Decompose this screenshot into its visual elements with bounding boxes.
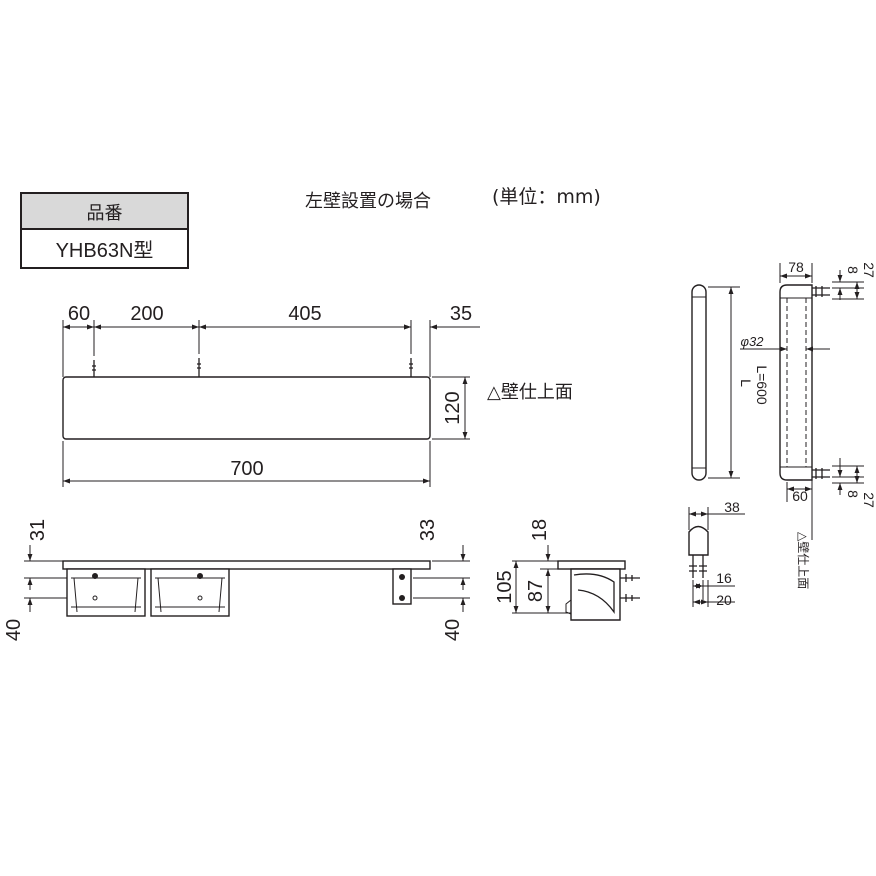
bottom-view: 31 40 33 40: [3, 519, 470, 641]
dim-text-L: L: [738, 379, 754, 387]
screw-mark: [92, 360, 96, 377]
dim-text-35: 35: [450, 303, 472, 325]
extension-line: [708, 286, 740, 479]
holder-screw: [197, 573, 203, 579]
extension-line: [688, 507, 709, 607]
dim-text-40-right: 40: [442, 619, 464, 641]
dim-text-16: 16: [716, 570, 732, 586]
shelf-front-outline: [62, 376, 431, 440]
front-view: 60 200 405 35 120 △壁仕上面 700: [62, 303, 573, 487]
dim-text-405: 405: [288, 303, 321, 325]
grab-bar-tube: [691, 284, 707, 481]
table-header-cell: [20, 192, 189, 230]
dim-text-38: 38: [724, 499, 740, 515]
side-view: 18 105 87: [494, 519, 640, 621]
anchor-screw: [620, 574, 640, 582]
dim-text-31: 31: [27, 519, 49, 541]
dim-text-60: 60: [68, 303, 90, 325]
grab-bar-end-detail: 38 16 20: [688, 499, 745, 608]
bar-anchor: [812, 468, 830, 479]
shelf-plate: [62, 560, 431, 570]
side-holder-lower: [565, 599, 572, 615]
bar-anchor: [812, 286, 830, 297]
dim-text-105: 105: [494, 570, 516, 603]
anchor-screw: [620, 594, 640, 602]
extension-line: [512, 560, 571, 614]
table-value-cell: [20, 228, 189, 269]
extension-line: [413, 560, 470, 599]
grab-bar-wall-label: △壁仕上面: [796, 532, 811, 589]
dim-text-8-bottom: 8: [845, 490, 861, 498]
dim-text-200: 200: [130, 303, 163, 325]
extension-line: [779, 263, 813, 283]
product-table: 品番 YHB63N型: [20, 192, 189, 269]
dim-text-phi32: φ32: [741, 334, 765, 349]
dim-text-120: 120: [442, 391, 464, 424]
drawing-title: 左壁設置の場合: [305, 191, 431, 212]
dim-text-78: 78: [788, 259, 804, 275]
paper-holder-left: [66, 568, 146, 617]
dim-text-27-top: 27: [861, 262, 876, 278]
grab-bar-side-outline: [779, 284, 813, 481]
dim-text-27-bottom: 27: [861, 492, 876, 508]
holder-detail: [155, 577, 225, 613]
holder-screw: [92, 573, 98, 579]
dim-text-18: 18: [529, 519, 551, 541]
side-shelf-plate: [557, 560, 626, 570]
bracket-screw: [399, 574, 405, 580]
bracket-screw: [399, 595, 405, 601]
grab-bar-side: 78 8 27 φ32 L=600 60 8 27 △壁仕上面: [740, 259, 876, 589]
screw-mark: [197, 358, 201, 377]
table-header-text: 品番: [87, 203, 123, 224]
dim-text-33: 33: [417, 519, 439, 541]
dim-text-8-top: 8: [845, 266, 861, 274]
dim-text-L600: L=600: [754, 365, 770, 405]
paper-holder-right: [150, 568, 230, 617]
unit-label: (単位：mm): [492, 186, 601, 208]
holder-pivot: [197, 595, 203, 601]
dim-text-60-bar: 60: [792, 488, 808, 504]
screw-mark: [409, 358, 413, 377]
holder-pivot: [92, 595, 98, 601]
grab-bar-front: L: [691, 284, 754, 481]
extension-line: [832, 281, 864, 300]
extension-line: [832, 465, 864, 484]
end-cap-pins: [689, 555, 707, 578]
holder-detail: [71, 577, 141, 613]
wall-bracket: [392, 568, 412, 605]
wall-surface-label: △壁仕上面: [487, 382, 573, 403]
dim-text-40-left: 40: [3, 619, 25, 641]
dim-text-700: 700: [230, 458, 263, 480]
end-cap-outline: [688, 525, 709, 556]
dim-text-20: 20: [716, 592, 732, 608]
extension-line: [62, 320, 431, 377]
side-holder-curve: [573, 573, 615, 615]
dim-text-87: 87: [525, 580, 547, 602]
table-value-text: YHB63N型: [56, 239, 154, 262]
